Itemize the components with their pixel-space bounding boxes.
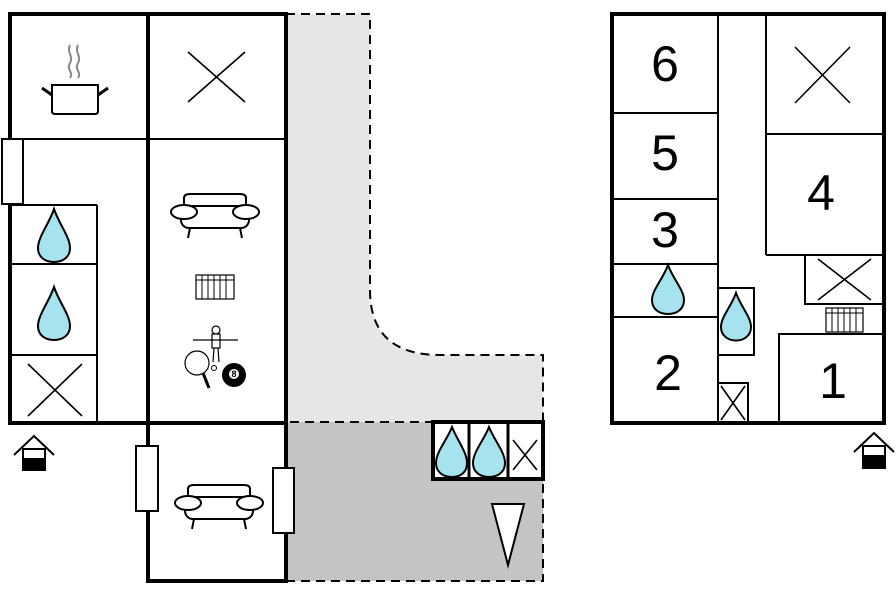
room-number: 6: [651, 36, 679, 92]
bed-icon: [512, 439, 538, 471]
sofa-icon: [174, 484, 264, 530]
window: [135, 445, 159, 512]
shower-icon: [36, 205, 72, 264]
shower-icon: [36, 283, 72, 342]
bed-icon: [720, 385, 746, 421]
room-number: 1: [819, 353, 847, 409]
terrace-area: [286, 13, 544, 422]
bed-icon: [817, 258, 872, 301]
billiard-ball-label: 8: [231, 369, 236, 379]
room-number: 4: [807, 165, 835, 221]
sofa-icon: [170, 193, 260, 239]
bed-icon: [187, 51, 246, 103]
shower-icon: [434, 424, 469, 479]
shower-icon: [471, 424, 507, 479]
room-number: 3: [651, 202, 679, 258]
room-number: 2: [654, 345, 682, 401]
shower-icon: [650, 262, 686, 316]
bed-icon: [27, 363, 83, 417]
outdoor-shower-block: [431, 420, 545, 481]
window: [1, 138, 24, 205]
room-number: 5: [651, 125, 679, 181]
entrance-icon: [853, 431, 895, 469]
table-football-icon: [193, 325, 238, 363]
parking-icon: [490, 503, 526, 569]
ground-floor: 8: [1, 12, 295, 583]
radiator-icon: [825, 307, 864, 333]
radiator-icon: [195, 274, 235, 300]
billiard-icon: 8: [222, 363, 246, 387]
entrance-icon: [13, 434, 55, 471]
cooking-pot-icon: [41, 44, 109, 115]
shower-icon: [719, 290, 753, 342]
window: [272, 467, 295, 534]
bed-icon: [794, 46, 851, 104]
upper-floor: 6 5 3 2 4 1: [610, 12, 895, 469]
table-tennis-icon: [184, 350, 217, 389]
